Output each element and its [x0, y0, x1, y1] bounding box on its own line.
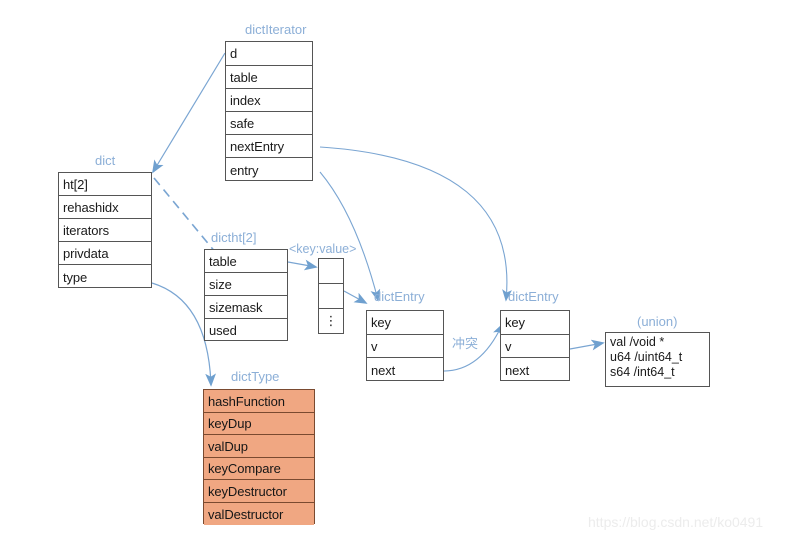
vertical-ellipsis-icon: ⋮ — [324, 312, 338, 328]
field-ht: ht[2] — [59, 173, 151, 196]
dictht-struct: table size sizemask used — [204, 249, 288, 341]
field-valdup: valDup — [204, 435, 314, 458]
dicttype-title: dictType — [231, 369, 280, 384]
field-type: type — [63, 269, 88, 285]
field-rehashidx: rehashidx — [59, 196, 151, 219]
field-d: d — [226, 42, 312, 66]
dicttype-struct: hashFunction keyDup valDup keyCompare ke… — [203, 389, 315, 525]
field-safe: safe — [226, 112, 312, 135]
union-line-s64: s64 /int64_t — [610, 365, 675, 379]
field-size: size — [205, 273, 287, 296]
field-key: key — [367, 311, 443, 335]
bucket-array: ⋮ — [318, 258, 344, 334]
edge-iterator-to-dict — [152, 52, 226, 174]
dictentry1-struct: key v next — [366, 310, 444, 381]
field-sizemask: sizemask — [205, 296, 287, 319]
watermark: https://blog.csdn.net/ko0491 — [588, 514, 764, 530]
field-table: table — [205, 250, 287, 273]
field-table: table — [226, 66, 312, 89]
field-hashfunction: hashFunction — [204, 390, 314, 413]
field-keydestructor: keyDestructor — [204, 480, 314, 503]
union-struct: val /void * u64 /uint64_t s64 /int64_t — [605, 332, 710, 387]
field-privdata: privdata — [59, 242, 151, 265]
edge-dict-to-dictht — [153, 177, 217, 254]
dictiterator-struct: d table index safe nextEntry entry — [225, 41, 313, 181]
union-line-val: val /void * — [610, 335, 665, 349]
field-keycompare: keyCompare — [204, 458, 314, 480]
field-index: index — [226, 89, 312, 112]
edge-dictht-to-bucket — [287, 259, 318, 271]
field-used: used — [209, 323, 237, 338]
field-keydup: keyDup — [204, 413, 314, 435]
edge-nextentry-to-dictentry2 — [319, 146, 512, 302]
bucket-cell-ellipsis: ⋮ — [319, 309, 343, 333]
field-key: key — [501, 311, 569, 335]
field-valdestructor: valDestructor — [204, 503, 314, 525]
field-iterators: iterators — [59, 219, 151, 242]
collision-label: 冲突 — [452, 336, 479, 351]
edge-bucket-to-entry1 — [343, 290, 368, 304]
bucket-cell — [319, 259, 343, 284]
bucket-cell — [319, 284, 343, 309]
field-v: v — [501, 335, 569, 358]
edge-dict-to-dicttype — [151, 282, 216, 387]
field-next: next — [371, 362, 396, 378]
bucket-title: <key:value> — [289, 242, 357, 256]
union-line-u64: u64 /uint64_t — [610, 350, 683, 364]
field-v: v — [367, 335, 443, 358]
field-nextentry: nextEntry — [226, 135, 312, 158]
dictht-title: dictht[2] — [211, 230, 257, 245]
union-title: (union) — [637, 314, 678, 329]
dictentry2-title: dictEntry — [508, 289, 559, 304]
dictiterator-title: dictIterator — [245, 22, 307, 37]
edge-entry2-to-union — [569, 339, 605, 351]
dictentry2-struct: key v next — [500, 310, 570, 381]
field-next: next — [505, 362, 530, 378]
field-entry: entry — [230, 162, 259, 178]
dictentry1-title: dictEntry — [374, 289, 425, 304]
dict-title: dict — [95, 153, 116, 168]
dict-struct: ht[2] rehashidx iterators privdata type — [58, 172, 152, 288]
